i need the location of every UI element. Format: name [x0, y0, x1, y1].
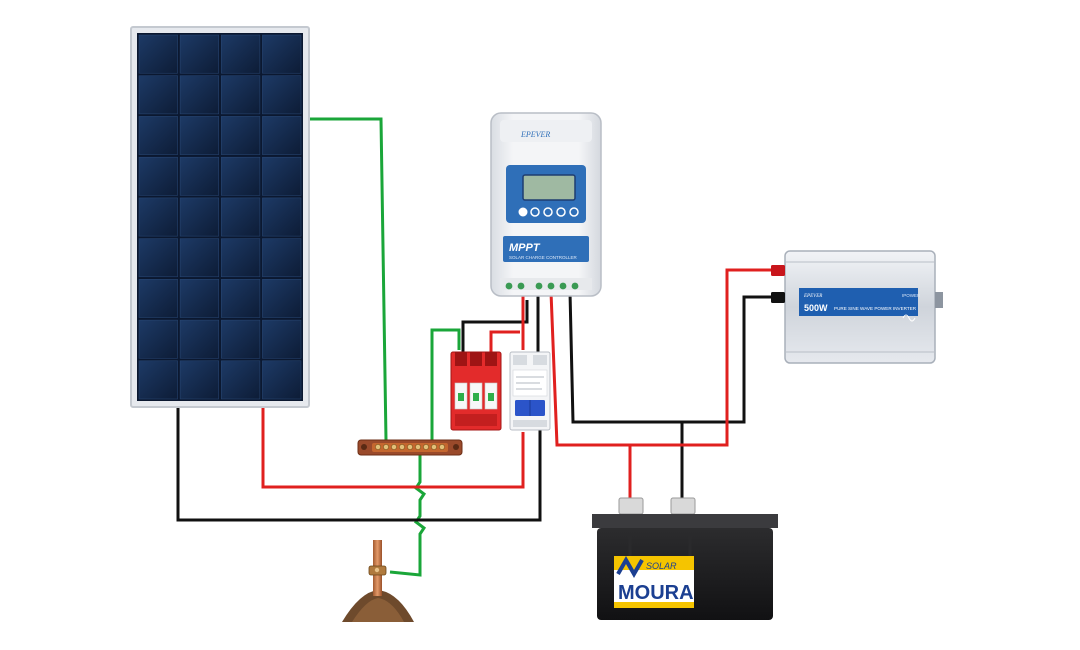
power-inverter: EPEVER IPOWER 500W PURE SINE WAVE POWER …: [771, 250, 943, 364]
solar-cell: [262, 197, 302, 237]
solar-cell: [179, 75, 219, 115]
solar-cell: [262, 116, 302, 155]
inverter-model: IPOWER: [902, 293, 921, 298]
charge-controller: EPEVER MPPT SOLAR CHARGE CONTROLLER: [490, 112, 602, 297]
negative-wire-inverter: [682, 295, 784, 424]
ground-bus-bar: [357, 439, 463, 456]
control-button[interactable]: [543, 207, 553, 217]
mppt-label: MPPT: [509, 242, 541, 254]
solar-cell: [262, 279, 302, 318]
solar-cell: [221, 197, 261, 237]
solar-cell: [138, 319, 178, 359]
negative-wire-panel: [176, 355, 542, 522]
solar-cell: [262, 75, 302, 115]
inverter-brand: EPEVER: [803, 294, 822, 299]
positive-wire-controller-battery: [549, 291, 632, 505]
solar-cell: [138, 279, 178, 318]
wiring: [176, 117, 784, 577]
solar-cell: [221, 279, 261, 318]
solar-cell: [138, 75, 178, 115]
surge-protection-device: [450, 351, 502, 431]
solar-cell: [179, 319, 219, 359]
solar-cell: [221, 34, 261, 74]
control-button[interactable]: [518, 207, 528, 217]
ground-wire-spd: [430, 328, 461, 440]
negative-wire-spd: [461, 300, 529, 352]
sine-wave-icon: [902, 314, 916, 322]
control-button[interactable]: [556, 207, 566, 217]
solar-panel: [130, 26, 310, 408]
controller-terminals: [505, 282, 579, 290]
ground-rod: [342, 540, 414, 622]
inverter-positive-terminal: [771, 265, 785, 276]
lcd-screen: [522, 174, 576, 201]
control-button[interactable]: [569, 207, 579, 217]
solar-cells: [138, 34, 302, 400]
ground-wire-panel-frame: [308, 117, 388, 441]
solar-cell: [138, 156, 178, 196]
positive-wire-spd: [489, 330, 520, 352]
solar-cell: [179, 197, 219, 237]
positive-wire-panel: [261, 405, 525, 489]
solar-cell: [179, 116, 219, 155]
solar-cell: [221, 156, 261, 196]
solar-cell: [179, 238, 219, 278]
ground-wire-rod: [389, 448, 427, 577]
positive-wire-inverter: [630, 268, 784, 447]
inverter-power: 500W: [804, 303, 828, 313]
solar-cell: [138, 34, 178, 74]
inverter-description: PURE SINE WAVE POWER INVERTER: [834, 306, 917, 311]
solar-cell: [262, 34, 302, 74]
solar-cell: [262, 156, 302, 196]
solar-cell: [138, 116, 178, 155]
control-button[interactable]: [530, 207, 540, 217]
solar-cell: [262, 319, 302, 359]
dc-circuit-breaker: [509, 351, 551, 431]
solar-cell: [179, 360, 219, 400]
solar-cell: [179, 279, 219, 318]
battery: SOLAR MOURA: [592, 497, 778, 620]
solar-cell: [221, 360, 261, 400]
battery-line: SOLAR: [646, 561, 677, 571]
solar-cell: [179, 34, 219, 74]
solar-cell: [221, 116, 261, 155]
solar-cell: [179, 156, 219, 196]
negative-wire-controller-load: [568, 291, 684, 505]
battery-brand: MOURA: [618, 582, 694, 604]
solar-cell: [138, 197, 178, 237]
solar-cell: [262, 238, 302, 278]
controller-brand: EPEVER: [520, 130, 550, 139]
inverter-negative-terminal: [771, 292, 785, 303]
solar-cell: [221, 75, 261, 115]
controller-subtitle: SOLAR CHARGE CONTROLLER: [509, 255, 578, 260]
solar-cell: [138, 238, 178, 278]
solar-cell: [262, 360, 302, 400]
solar-cell: [221, 319, 261, 359]
solar-cell: [221, 238, 261, 278]
solar-cell: [138, 360, 178, 400]
